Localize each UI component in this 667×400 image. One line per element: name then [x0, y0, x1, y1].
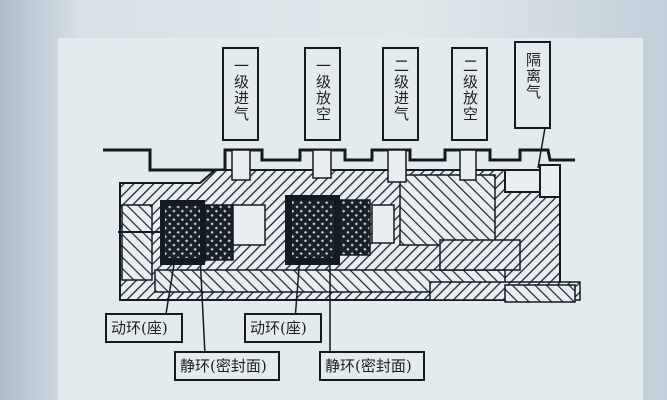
- label-stage1-vent: 一级放空: [314, 58, 332, 122]
- label-isolation-gas: 隔离气: [524, 52, 542, 100]
- leader-lines: [164, 127, 546, 356]
- label-rotating-ring-2: 动环(座): [250, 319, 307, 337]
- stage2-rotating-ring: [285, 195, 340, 265]
- label-stage2-vent: 二级放空: [461, 58, 479, 122]
- gas-ports: [231, 149, 477, 183]
- stage1-rotating-ring: [160, 200, 205, 265]
- label-static-ring-1: 静环(密封面): [180, 357, 267, 375]
- stage2-static-ring: [339, 199, 395, 256]
- housing-outline: [103, 148, 575, 172]
- label-boxes: [222, 41, 551, 141]
- label-rotating-ring-1: 动环(座): [111, 319, 168, 337]
- label-stage2-intake: 二级进气: [392, 58, 410, 122]
- isolation-seal: [399, 164, 561, 271]
- stage1-static-ring: [204, 204, 266, 261]
- label-stage1-intake: 一级进气: [232, 58, 250, 122]
- label-static-ring-2: 静环(密封面): [325, 357, 412, 375]
